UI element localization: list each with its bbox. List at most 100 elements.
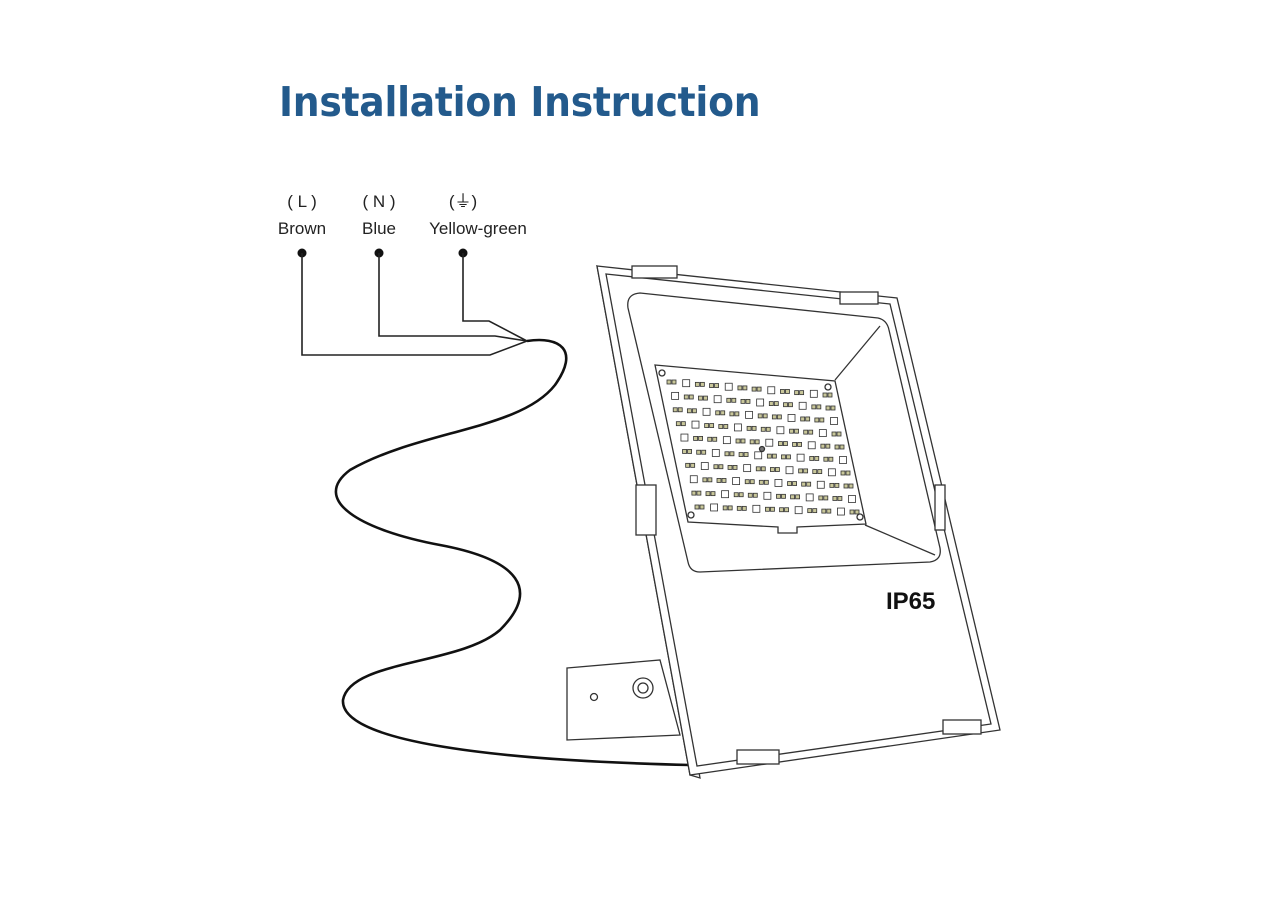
led-chip xyxy=(734,411,740,417)
led-chip xyxy=(845,470,851,476)
led-chip xyxy=(754,451,763,460)
led-chip xyxy=(770,506,775,512)
led-chip xyxy=(808,429,814,435)
led-chip xyxy=(843,483,849,489)
led-chip xyxy=(675,421,681,427)
led-chip xyxy=(729,451,735,457)
led-chip xyxy=(769,467,775,472)
led-chip xyxy=(718,464,724,470)
led-chip xyxy=(732,477,741,485)
led-chip xyxy=(818,495,824,501)
led-chip xyxy=(821,508,827,514)
led-chip xyxy=(834,444,840,450)
led-chip xyxy=(666,379,672,385)
led-chip xyxy=(682,379,691,388)
frame-clip xyxy=(839,291,879,305)
wire-color-label: Yellow-green xyxy=(429,219,527,238)
wire-live: ( L ) Brown xyxy=(278,192,326,258)
led-chip xyxy=(760,466,766,472)
led-chip xyxy=(792,442,797,447)
led-chip xyxy=(785,389,790,394)
led-chip xyxy=(698,395,703,401)
wire-earth: (⏚) Yellow-green xyxy=(429,192,527,258)
led-chip xyxy=(694,381,700,387)
led-chip xyxy=(812,469,818,475)
led-chip xyxy=(749,479,755,485)
wire-symbol: ( L ) xyxy=(287,192,317,211)
led-chip xyxy=(803,468,809,474)
led-chip xyxy=(774,467,780,472)
side-latch xyxy=(635,484,657,536)
led-chip xyxy=(738,492,744,498)
led-chip xyxy=(755,466,761,472)
led-chip xyxy=(736,505,742,511)
led-chip xyxy=(767,386,776,395)
led-chip xyxy=(820,443,826,449)
led-chip xyxy=(702,477,708,483)
led-chip xyxy=(745,410,753,419)
led-chip xyxy=(762,413,768,419)
led-chip xyxy=(781,454,786,460)
led-chip xyxy=(756,398,765,407)
led-chip xyxy=(787,414,796,422)
led-chip xyxy=(797,442,802,447)
led-chip xyxy=(680,421,686,427)
led-chip xyxy=(740,398,746,404)
led-chip xyxy=(814,456,820,461)
led-chip xyxy=(723,424,729,429)
led-chip xyxy=(814,417,820,423)
led-chip xyxy=(827,392,833,398)
led-chip xyxy=(776,493,781,499)
led-chip xyxy=(751,425,757,431)
led-chip xyxy=(735,438,741,444)
led-chip xyxy=(776,426,785,435)
led-chip xyxy=(688,394,694,400)
led-chip xyxy=(714,383,719,388)
led-chip xyxy=(854,509,860,515)
led-chip xyxy=(812,508,818,514)
led-chip xyxy=(796,453,805,462)
led-chip xyxy=(720,410,726,416)
led-chip xyxy=(682,449,687,454)
led-chip xyxy=(743,452,749,457)
led-chip xyxy=(837,496,843,501)
led-chip xyxy=(809,389,818,398)
led-chip xyxy=(763,479,769,485)
led-chip xyxy=(817,469,823,475)
led-chip xyxy=(724,382,733,391)
led-chip xyxy=(834,482,840,488)
led-chip xyxy=(710,503,718,512)
led-chip xyxy=(801,481,807,487)
wire-symbol: ( N ) xyxy=(362,192,395,211)
led-chip xyxy=(696,449,702,455)
led-chip xyxy=(715,410,721,416)
wire-color-label: Blue xyxy=(362,219,396,238)
led-chip xyxy=(745,398,751,404)
led-chip xyxy=(839,456,847,464)
led-chip xyxy=(689,475,698,484)
led-chip xyxy=(671,391,680,400)
led-chip xyxy=(774,479,783,487)
led-chip xyxy=(839,444,845,450)
led-chip xyxy=(765,438,774,447)
led-chip xyxy=(831,431,837,437)
led-chip xyxy=(848,483,854,489)
led-chip xyxy=(746,425,752,431)
led-chip xyxy=(781,493,786,499)
led-chip xyxy=(704,423,710,428)
led-chip xyxy=(763,491,772,500)
led-chip xyxy=(701,449,707,455)
led-chip xyxy=(837,507,845,516)
led-array xyxy=(666,379,860,516)
led-chip xyxy=(703,395,708,401)
led-chip xyxy=(734,423,742,432)
led-chip xyxy=(766,453,772,459)
frame-clip xyxy=(631,265,678,279)
led-chip xyxy=(741,505,747,511)
led-chip xyxy=(816,404,822,410)
led-chip xyxy=(738,452,744,457)
bracket-hole xyxy=(589,692,599,702)
led-chip xyxy=(731,397,737,403)
led-chip xyxy=(790,494,795,500)
